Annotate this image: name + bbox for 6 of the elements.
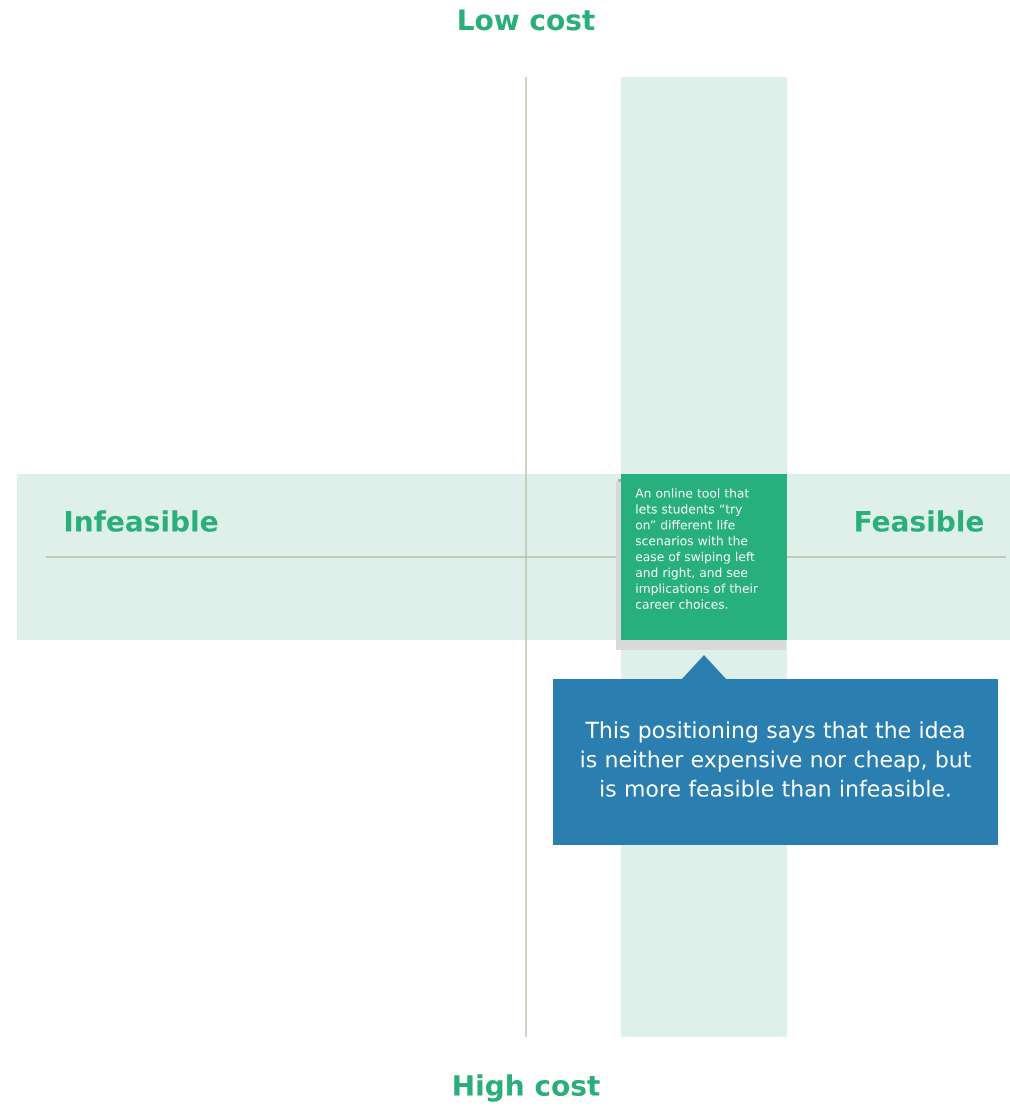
axis-label: Infeasible [65,510,218,532]
callout-box: This positioning says that the idea is neither expensive nor cheap, but is more feasible than infeasible. [553,655,998,845]
axis-label: Low cost [459,9,595,31]
idea-card: An online tool that lets students “try on” different life scenarios with the ease of swiping left and right, and see implications of their career choices. [616,474,787,650]
axis-label: High cost [454,1074,600,1102]
axis-label: Feasible [856,510,984,532]
